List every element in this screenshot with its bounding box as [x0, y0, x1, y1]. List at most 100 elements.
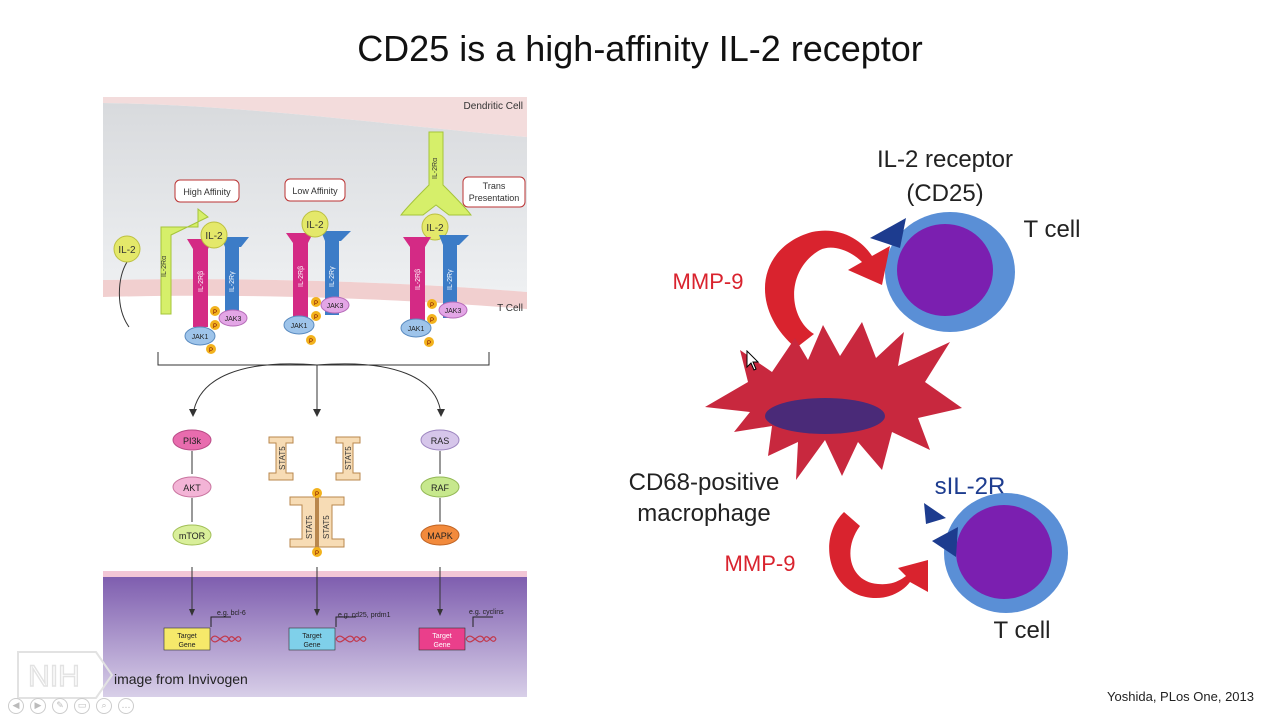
svg-text:IL-2Rβ: IL-2Rβ: [415, 269, 422, 290]
il2-receptor-bottom: [932, 527, 958, 557]
svg-text:Gene: Gene: [433, 642, 450, 649]
svg-text:IL-2: IL-2: [426, 223, 444, 234]
svg-text:IL-2: IL-2: [205, 231, 223, 242]
svg-text:IL-2Rβ: IL-2Rβ: [198, 271, 205, 292]
more-icon[interactable]: …: [118, 698, 134, 714]
citation: Yoshida, PLos One, 2013: [1107, 689, 1254, 704]
player-controls: ◀ ▶ ✎ ▭ ⌕ …: [8, 698, 134, 714]
image-credit: image from Invivogen: [114, 671, 248, 687]
svg-text:P: P: [309, 339, 313, 345]
svg-text:P: P: [213, 324, 217, 330]
pi3k-pathway: PI3k AKT mTOR: [172, 429, 212, 616]
stat5-pathway: STAT5 STAT5 STAT5 STAT5 P P: [268, 436, 361, 616]
macrophage-nucleus: [765, 398, 885, 434]
svg-text:JAK3: JAK3: [445, 308, 462, 315]
svg-text:P: P: [315, 492, 319, 498]
soluble-receptor: [924, 503, 946, 524]
svg-text:IL-2Rβ: IL-2Rβ: [298, 266, 305, 287]
svg-text:mTOR: mTOR: [179, 531, 206, 541]
svg-text:JAK1: JAK1: [408, 326, 425, 333]
svg-text:IL-2Rα: IL-2Rα: [161, 256, 168, 277]
svg-text:P: P: [209, 348, 213, 354]
svg-text:JAK1: JAK1: [192, 334, 209, 341]
macrophage-label-line1: CD68-positive: [629, 469, 780, 496]
il2-signaling-diagram: Dendritic Cell T Cell High Affinity Low …: [103, 97, 527, 697]
svg-text:IL-2Rγ: IL-2Rγ: [329, 266, 336, 287]
t-cell-bottom-label: T cell: [994, 617, 1051, 644]
svg-text:STAT5: STAT5: [278, 446, 287, 470]
slides-icon[interactable]: ▭: [74, 698, 90, 714]
pen-icon[interactable]: ✎: [52, 698, 68, 714]
svg-text:P: P: [315, 551, 319, 557]
svg-text:P: P: [430, 303, 434, 309]
mmp9-top-label: MMP-9: [673, 269, 744, 294]
macrophage-label-line2: macrophage: [637, 500, 770, 527]
t-cell-top-nucleus: [897, 224, 993, 316]
svg-text:P: P: [430, 318, 434, 324]
target-gene-3: Target Gene e.g. cyclins: [418, 609, 504, 651]
macrophage-tcell-diagram: IL-2 receptor (CD25) T cell MMP-9 CD68-p…: [629, 146, 1081, 644]
cd25-receptor: [870, 218, 906, 248]
svg-text:RAS: RAS: [431, 436, 450, 446]
trans-presentation-box: [462, 176, 526, 208]
mouse-cursor-icon: [746, 350, 760, 371]
target-gene-2: Target Gene e.g. cd25, prdm1: [288, 612, 391, 651]
svg-text:Gene: Gene: [178, 642, 195, 649]
svg-text:e.g. bcl-6: e.g. bcl-6: [217, 610, 246, 617]
svg-text:IL-2: IL-2: [306, 220, 324, 231]
receptor-high-affinity: IL-2Rα IL-2Rβ IL-2Rγ IL-2 JAK1 JAK3 P P …: [160, 207, 249, 354]
svg-text:P: P: [213, 310, 217, 316]
nih-logo: NIH: [17, 651, 114, 699]
svg-text:JAK3: JAK3: [327, 303, 344, 310]
free-il2: [113, 235, 141, 263]
svg-text:STAT5: STAT5: [322, 515, 331, 539]
svg-text:P: P: [427, 341, 431, 347]
svg-text:STAT5: STAT5: [305, 515, 314, 539]
svg-text:IL-2Rγ: IL-2Rγ: [447, 269, 454, 290]
svg-text:JAK1: JAK1: [291, 323, 308, 330]
next-icon[interactable]: ▶: [30, 698, 46, 714]
svg-text:e.g. cyclins: e.g. cyclins: [469, 609, 504, 616]
nih-logo-text: NIH: [28, 660, 80, 693]
svg-text:e.g. cd25, prdm1: e.g. cd25, prdm1: [338, 612, 391, 619]
svg-text:PI3k: PI3k: [183, 436, 202, 446]
previous-icon[interactable]: ◀: [8, 698, 24, 714]
svg-text:Target: Target: [302, 633, 322, 640]
trans-line1: Trans: [483, 181, 506, 191]
low-affinity-box: [284, 178, 346, 202]
low-affinity-label: Low Affinity: [292, 186, 338, 196]
dendritic-cell-label: Dendritic Cell: [464, 101, 523, 112]
t-cell-label: T Cell: [497, 303, 523, 314]
receptor-low-affinity: IL-2Rβ IL-2Rγ IL-2 JAK1 JAK3 P P P: [283, 210, 351, 345]
svg-text:JAK3: JAK3: [225, 316, 242, 323]
cd25-label: (CD25): [906, 180, 983, 207]
svg-text:STAT5: STAT5: [344, 446, 353, 470]
svg-text:IL-2Rγ: IL-2Rγ: [229, 271, 236, 292]
mmp9-top-arrow: [764, 230, 890, 348]
mmp9-bottom-label: MMP-9: [725, 551, 796, 576]
t-cell-top-label: T cell: [1024, 216, 1081, 243]
svg-text:AKT: AKT: [183, 483, 201, 493]
svg-text:MAPK: MAPK: [427, 531, 453, 541]
nuclear-membrane: [103, 571, 527, 577]
dendritic-membrane: [103, 97, 527, 137]
zoom-icon[interactable]: ⌕: [96, 698, 112, 714]
il2-receptor-label: IL-2 receptor: [877, 146, 1013, 173]
mmp9-bottom-arrow: [829, 512, 928, 598]
svg-text:P: P: [314, 315, 318, 321]
t-cell-bottom-nucleus: [956, 505, 1052, 599]
target-gene-1: Target Gene e.g. bcl-6: [163, 610, 246, 651]
receptor-trans-presentation: IL-2Rα IL-2 IL-2Rβ IL-2Rγ JAK1 JAK3 P P …: [399, 131, 473, 347]
svg-text:Target: Target: [177, 633, 197, 640]
trans-line2: Presentation: [469, 193, 520, 203]
slide-title: CD25 is a high-affinity IL-2 receptor: [357, 28, 923, 69]
svg-text:Gene: Gene: [303, 642, 320, 649]
svg-text:Target: Target: [432, 633, 452, 640]
high-affinity-label: High Affinity: [183, 187, 231, 197]
ras-pathway: RAS RAF MAPK: [420, 429, 460, 616]
free-il2-label: IL-2: [118, 245, 136, 256]
high-affinity-box: [174, 179, 240, 203]
svg-text:RAF: RAF: [431, 483, 450, 493]
svg-text:P: P: [314, 301, 318, 307]
svg-text:IL-2Rα: IL-2Rα: [432, 158, 439, 179]
